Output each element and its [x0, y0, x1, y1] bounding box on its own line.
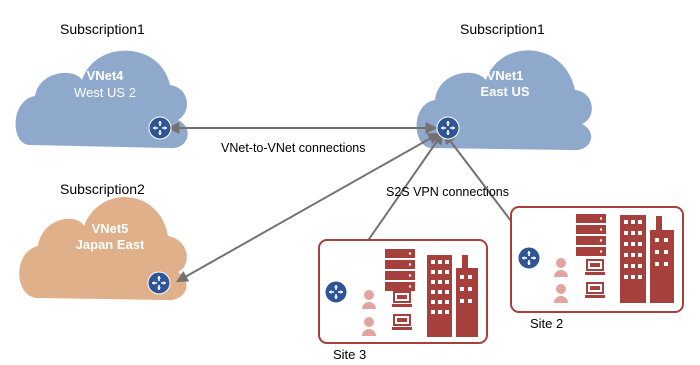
site2-laptop-icon: [585, 282, 605, 298]
subscription-label-right-top: Subscription1: [460, 21, 545, 37]
site3-router-icon: [324, 280, 348, 304]
vnet5-region: Japan East: [76, 237, 145, 252]
site3-box: [318, 239, 488, 344]
site2-box: [510, 206, 684, 313]
vnet4-name: VNet4: [87, 68, 125, 83]
s2s-vpn-connections-label: S2S VPN connections: [386, 185, 509, 199]
site3-building-icon: [427, 255, 478, 337]
site2-laptop-icon: [585, 259, 605, 275]
vnet1-router-icon: [436, 116, 460, 140]
vnet4-region: West US 2: [74, 85, 136, 100]
vnet5-name: VNet5: [92, 221, 129, 236]
vnet1-name: VNet1: [487, 68, 524, 83]
site2-router-icon: [517, 246, 541, 270]
vnet5-cloud: [19, 197, 187, 301]
site3-laptop-icon: [392, 314, 412, 330]
subscription-label-left-bottom: Subscription2: [60, 181, 145, 197]
site2-building-icon: [620, 215, 674, 303]
site3-laptop-icon: [392, 291, 412, 307]
vnet1-cloud: [416, 50, 592, 151]
vnet4-router-icon: [148, 116, 172, 140]
subscription-label-left-top: Subscription1: [60, 21, 145, 37]
vnet4-cloud: [15, 50, 188, 149]
vnet1-region: East US: [480, 84, 529, 99]
vnet-to-vnet-connections-label: VNet-to-VNet connections: [221, 141, 366, 155]
site3-label: Site 3: [333, 347, 366, 362]
site2-label: Site 2: [530, 316, 563, 331]
vnet5-router-icon: [147, 271, 171, 295]
